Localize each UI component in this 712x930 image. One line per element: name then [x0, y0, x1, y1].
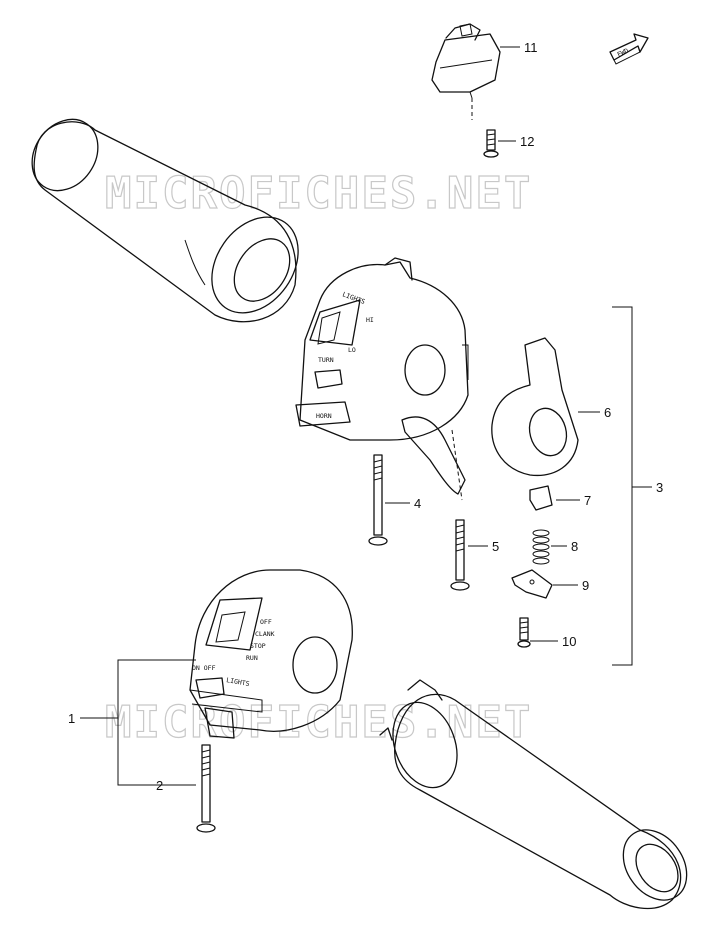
switch-housing-left: OFF CLANK STOP RUN ON OFF LIGHTS — [189, 569, 353, 739]
switch-housing-right: LIGHTS HI LO TURN HORN — [295, 257, 469, 495]
part-7-block — [529, 485, 553, 511]
part-10-screw — [517, 617, 531, 648]
part-5-screw — [450, 519, 470, 591]
label-lo: LO — [348, 346, 356, 354]
label-horn: HORN — [316, 412, 332, 420]
callout-8: 8 — [571, 539, 578, 554]
label-lights-right: LIGHTS — [341, 290, 366, 306]
label-run: RUN — [246, 654, 258, 662]
callout-12: 12 — [520, 134, 534, 149]
watermark-top: MICROFICHES.NET — [105, 168, 532, 219]
watermark-bottom: MICROFICHES.NET — [105, 697, 532, 748]
part-9-plate — [511, 569, 553, 599]
callout-7: 7 — [584, 493, 591, 508]
right-grip-lower — [379, 679, 688, 910]
callout-5: 5 — [492, 539, 499, 554]
label-hi: HI — [366, 316, 374, 324]
fwd-arrow-icon: FWD — [609, 33, 649, 65]
part-4-screw — [368, 454, 388, 546]
part-2-screw — [196, 744, 216, 833]
bracket-1 — [117, 659, 196, 786]
callout-11: 11 — [524, 40, 538, 55]
part-6-lever — [491, 337, 579, 477]
callout-2: 2 — [156, 778, 163, 793]
left-grip-upper — [31, 118, 299, 323]
label-stop: STOP — [250, 642, 266, 650]
callout-9: 9 — [582, 578, 589, 593]
part-8-spring — [532, 529, 550, 565]
callout-1: 1 — [68, 711, 75, 726]
part-11-switch — [431, 23, 501, 99]
callout-4: 4 — [414, 496, 421, 511]
callout-6: 6 — [604, 405, 611, 420]
bracket-3 — [612, 306, 633, 666]
label-clank: CLANK — [255, 630, 275, 638]
label-on-off: ON OFF — [192, 664, 216, 672]
callout-10: 10 — [562, 634, 576, 649]
part-12-screw — [483, 129, 499, 158]
callout-3: 3 — [656, 480, 663, 495]
label-off: OFF — [260, 618, 272, 626]
label-lights-left: LIGHTS — [226, 676, 251, 688]
dashed-guide-5 — [451, 429, 463, 501]
label-turn: TURN — [318, 356, 334, 364]
